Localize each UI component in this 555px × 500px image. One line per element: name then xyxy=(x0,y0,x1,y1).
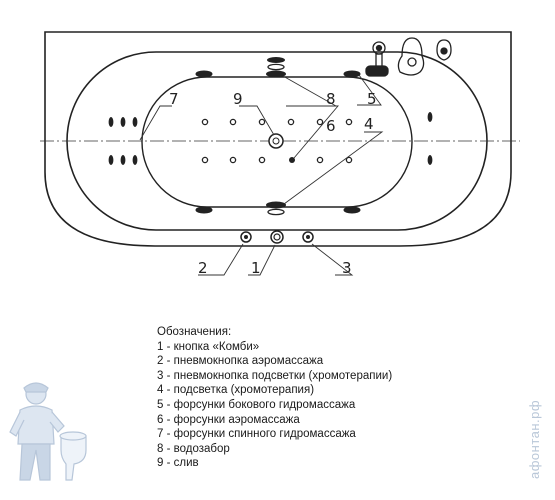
plumber-mascot-icon xyxy=(9,382,87,481)
aero-nozzles xyxy=(201,118,353,164)
callout-1: 1 xyxy=(251,259,261,277)
callout-9: 9 xyxy=(233,90,243,108)
callout-5: 5 xyxy=(367,90,377,108)
site-watermark: aфонтан.рф xyxy=(527,399,542,479)
callout-6: 6 xyxy=(326,117,336,135)
legend-item: 4 - подсветка (хромотерапия) xyxy=(157,384,315,397)
light-spot xyxy=(289,157,295,163)
legend-item: 3 - пневмокнопка подсветки (хромотерапии… xyxy=(157,369,393,382)
side-nozzles xyxy=(195,70,361,214)
back-nozzles-left xyxy=(108,117,138,165)
chromotherapy-light-icon xyxy=(266,201,286,216)
callout-7: 7 xyxy=(169,90,179,108)
bathtub-diagram: 7 9 8 5 6 4 2 1 3 xyxy=(40,31,520,277)
control-buttons xyxy=(240,230,314,244)
bathtub-rim xyxy=(44,31,512,247)
legend-title: Обозначения: xyxy=(157,326,232,338)
mixer-faucet-icon xyxy=(365,37,452,77)
callout-4: 4 xyxy=(364,115,374,133)
callout-8: 8 xyxy=(326,90,336,108)
legend-item: 2 - пневмокнопка аэромассажа xyxy=(157,355,324,368)
combi-button xyxy=(270,230,284,244)
water-intake-icon xyxy=(266,57,286,78)
legend-item: 1 - кнопка «Комби» xyxy=(157,340,260,353)
legend-item: 6 - форсунки аэромассажа xyxy=(157,413,300,426)
leader-lines xyxy=(139,74,384,276)
callout-3: 3 xyxy=(342,259,352,277)
callout-2: 2 xyxy=(198,259,208,277)
legend-item: 7 - форсунки спинного гидромассажа xyxy=(157,428,356,441)
legend: Обозначения: 1 - кнопка «Комби» 2 - пнев… xyxy=(157,325,392,471)
legend-item: 5 - форсунки бокового гидромассажа xyxy=(157,398,356,411)
legend-item: 9 - слив xyxy=(157,457,199,470)
legend-item: 8 - водозабор xyxy=(157,442,230,455)
back-nozzles-right xyxy=(427,112,433,165)
drain-icon xyxy=(268,133,284,149)
